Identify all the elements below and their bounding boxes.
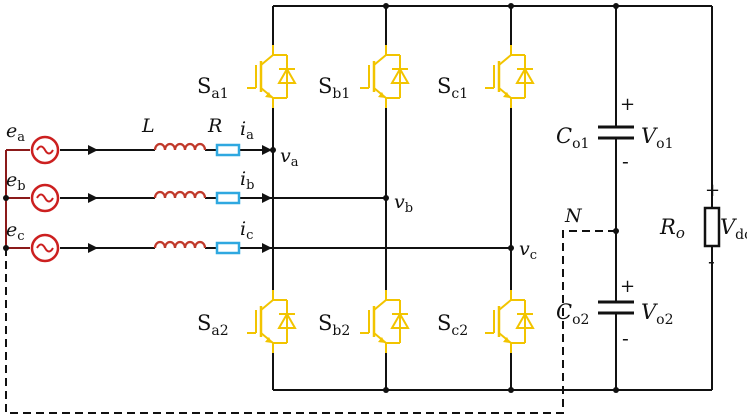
inductor-lc	[153, 240, 207, 249]
label-eb: eb	[6, 169, 26, 194]
neutral-dashed-line	[5, 230, 616, 414]
ac-source-ea	[30, 135, 60, 165]
capacitor-co1	[598, 125, 634, 140]
ac-source-eb	[30, 183, 60, 213]
label-vc: vc	[519, 238, 537, 263]
label-ea: ea	[6, 120, 25, 145]
resistor-rb	[215, 191, 241, 205]
label-ec: ec	[6, 219, 25, 244]
label-sb2: Sb2	[318, 311, 350, 339]
label-va: va	[280, 145, 299, 170]
resistor-rc	[215, 241, 241, 255]
inductor-lb	[153, 190, 207, 199]
capacitor-co2	[598, 300, 634, 315]
label-co1: Co1	[556, 124, 589, 152]
label-vo2: Vo2	[641, 300, 674, 328]
polarity-plus-co1: +	[620, 94, 635, 115]
label-sa2: Sa2	[197, 311, 229, 339]
label-ib: ib	[240, 168, 254, 193]
polarity-minus-co2: -	[622, 326, 629, 350]
label-ic: ic	[240, 218, 253, 243]
series-resistors	[215, 143, 241, 255]
switch-sb2	[358, 288, 410, 355]
polarity-minus-vdc: -	[708, 249, 715, 273]
label-vo1: Vo1	[641, 124, 674, 152]
switch-sc2	[483, 288, 535, 355]
polarity-plus-co2: +	[620, 276, 635, 297]
switch-sa2	[245, 288, 297, 355]
label-vdc: Vdc	[720, 215, 747, 243]
dc-bus	[273, 5, 713, 391]
junction-dots	[3, 3, 619, 393]
label-vb: vb	[394, 191, 413, 216]
label-sb1: Sb1	[318, 74, 350, 102]
switch-sa1	[245, 43, 297, 110]
resistor-ra	[215, 143, 241, 157]
switch-sb1	[358, 43, 410, 110]
ac-source-ec	[30, 233, 60, 263]
label-inductance: L	[141, 115, 155, 137]
polarity-plus-vdc: +	[705, 180, 720, 201]
label-ia: ia	[240, 118, 254, 143]
label-ro: Ro	[659, 215, 685, 242]
label-sa1: Sa1	[197, 74, 229, 102]
load-resistor-ro	[703, 206, 721, 248]
inductor-la	[153, 142, 207, 151]
label-sc1: Sc1	[437, 74, 468, 102]
current-direction-arrows	[88, 145, 272, 253]
label-co2: Co2	[556, 300, 589, 328]
label-resistance: R	[207, 115, 222, 137]
polarity-minus-co1: -	[622, 149, 629, 173]
switch-sc1	[483, 43, 535, 110]
label-sc2: Sc2	[437, 311, 468, 339]
label-neutral: N	[564, 205, 583, 227]
